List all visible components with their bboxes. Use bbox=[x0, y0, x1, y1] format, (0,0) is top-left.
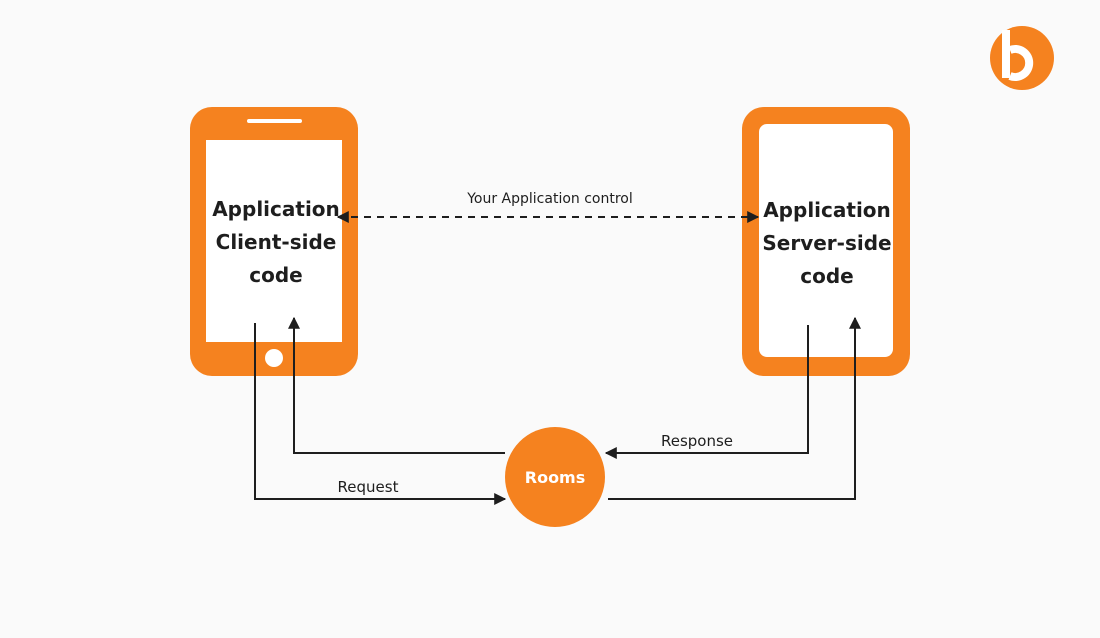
server-label-line1: Application bbox=[763, 198, 891, 222]
rooms-hub: Rooms bbox=[505, 427, 605, 527]
client-phone-screen bbox=[206, 140, 342, 342]
server-label-line2: Server-side bbox=[762, 231, 891, 255]
rooms-to-client-arrow bbox=[288, 316, 505, 454]
client-phone-speaker bbox=[247, 119, 302, 123]
server-label-line3: code bbox=[800, 264, 853, 288]
rooms-circle bbox=[505, 427, 605, 527]
rooms-to-server-arrow bbox=[608, 316, 861, 500]
request-arrow bbox=[254, 323, 507, 505]
client-device: Application Client-side code bbox=[190, 107, 358, 376]
server-device: Application Server-side code bbox=[742, 107, 910, 376]
request-flow-label: Request bbox=[338, 478, 399, 496]
brand-logo-icon bbox=[990, 26, 1054, 90]
client-label-line1: Application bbox=[212, 197, 340, 221]
server-phone-screen bbox=[759, 124, 893, 357]
client-label-line2: Client-side bbox=[216, 230, 337, 254]
response-arrow bbox=[604, 325, 809, 459]
client-label-line3: code bbox=[249, 263, 302, 287]
control-flow-label: Your Application control bbox=[466, 191, 633, 207]
response-flow-label: Response bbox=[661, 432, 733, 450]
rooms-label: Rooms bbox=[525, 468, 586, 487]
client-phone-home-button bbox=[265, 349, 283, 367]
